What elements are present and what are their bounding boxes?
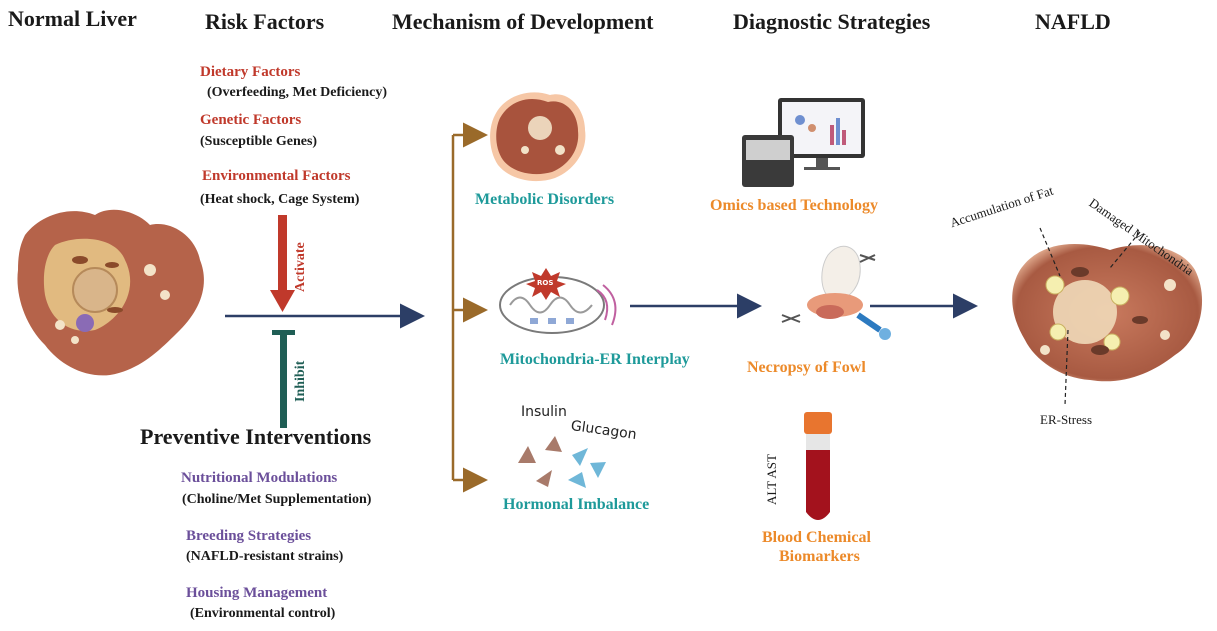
- hormone-insulin-label: Insulin: [521, 404, 567, 420]
- preventive-breeding-detail: (NAFLD-resistant strains): [186, 549, 344, 564]
- mechanism-mito-er-label: Mitochondria-ER Interplay: [500, 351, 690, 368]
- inhibit-label: Inhibit: [293, 360, 308, 402]
- omics-icon: [742, 98, 865, 187]
- preventive-housing-detail: (Environmental control): [190, 606, 336, 621]
- normal-liver-illustration: [17, 209, 204, 376]
- diagnostic-blood-label-2: Biomarkers: [779, 548, 860, 565]
- diagnostic-necropsy-label: Necropsy of Fowl: [747, 359, 866, 376]
- activate-label: Activate: [293, 242, 308, 292]
- diagnostic-omics-label: Omics based Technology: [710, 197, 879, 214]
- mechanism-metabolic-label: Metabolic Disorders: [475, 191, 615, 208]
- activate-arrow: [270, 215, 295, 312]
- preventive-nutritional-title: Nutritional Modulations: [181, 470, 338, 486]
- risk-dietary-title: Dietary Factors: [200, 64, 301, 80]
- risk-genetic-detail: (Susceptible Genes): [200, 134, 318, 149]
- preventive-housing-title: Housing Management: [186, 585, 328, 601]
- hormone-triangles: [518, 436, 606, 488]
- header-normal-liver: Normal Liver: [8, 6, 137, 31]
- risk-environmental-title: Environmental Factors: [202, 168, 351, 184]
- header-nafld: NAFLD: [1035, 9, 1111, 34]
- metabolic-liver-icon: [490, 92, 586, 182]
- preventive-nutritional-detail: (Choline/Met Supplementation): [182, 492, 372, 507]
- header-risk-factors: Risk Factors: [205, 9, 325, 34]
- tube-label: ALT AST: [764, 454, 779, 505]
- blood-tube-icon: [804, 412, 832, 520]
- header-mechanism: Mechanism of Development: [392, 9, 654, 34]
- mechanism-hormonal-label: Hormonal Imbalance: [503, 496, 650, 513]
- header-diagnostic: Diagnostic Strategies: [733, 9, 931, 34]
- necropsy-icon: [781, 245, 891, 340]
- preventive-breeding-title: Breeding Strategies: [186, 528, 312, 544]
- risk-genetic-title: Genetic Factors: [200, 112, 302, 128]
- inhibit-bar: [272, 330, 295, 428]
- ros-badge: ROS: [537, 279, 554, 287]
- risk-dietary-detail: (Overfeeding, Met Deficiency): [207, 85, 387, 100]
- nafld-er-label: ER-Stress: [1040, 412, 1092, 427]
- preventive-title: Preventive Interventions: [140, 424, 372, 449]
- risk-environmental-detail: (Heat shock, Cage System): [200, 192, 360, 207]
- mechanism-bracket: [451, 122, 488, 493]
- mitochondria-icon: [499, 268, 617, 334]
- nafld-liver-illustration: [1012, 227, 1203, 406]
- diagnostic-blood-label-1: Blood Chemical: [762, 529, 871, 546]
